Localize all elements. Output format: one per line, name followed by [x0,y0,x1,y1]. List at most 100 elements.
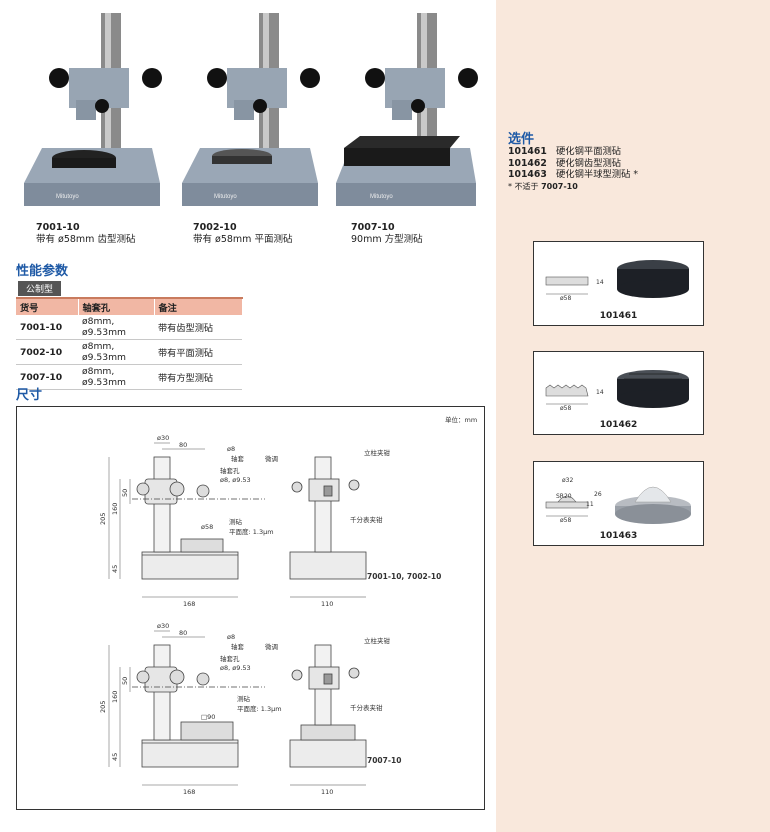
dimension-lines-bottom [108,630,238,786]
dim-50-top: 50 [121,489,129,497]
hole-sizes-bottom: ø8, ø9.53 [220,664,251,672]
fine-adjust-label-bottom: 微调 [265,642,278,651]
dim-50-bottom: 50 [121,677,129,685]
dim-160-bottom: 160 [111,691,119,703]
dim-d30-top: ø30 [157,434,169,442]
dim-d8-bottom: ø8 [227,633,235,641]
product-desc: 90mm 方型测砧 [351,234,423,245]
anvil-label-bottom: 测砧 [237,694,251,703]
card-label: 101463 [599,531,638,541]
dimensions-title: 尺寸 [16,388,43,403]
option-card-101461: ø58 14 101461 [533,241,704,326]
dim-110-top: 110 [321,600,333,608]
model-label-bottom: 7007-10 [367,756,401,765]
dim-160-top: 160 [111,503,119,515]
dim-d30-bottom: ø30 [157,622,169,630]
option-code: 101463 [508,169,547,180]
model-label-top: 7001-10, 7002-10 [367,572,441,581]
dim-45-top: 45 [111,565,119,573]
cell: 带有平面测砧 [154,339,242,365]
dim-80-top: 80 [179,441,187,449]
cell: ø8mm, ø9.53mm [78,315,154,340]
dim-205-bottom: 205 [99,701,107,713]
spec-table: 货号 轴套孔 备注 7001-10 ø8mm, ø9.53mm 带有齿型测砧 7… [16,297,243,390]
product-code: 7002-10 [193,222,237,233]
option-desc: 硬化钢半球型测砧 * [556,169,638,180]
dimension-drawing-box: 单位：mm ø30 80 ø8 轴套 轴套孔 ø8, ø9.53 205 160… [16,406,485,810]
product-photo-7007-10: Mitutoyo [336,13,478,206]
cell: 7007-10 [16,364,78,390]
card-dim-d32: ø32 [562,477,573,484]
product-photo-7002-10: Mitutoyo [182,13,320,206]
col-header: 轴套孔 [78,297,155,315]
side-view-bottom [289,644,367,786]
cell: 7002-10 [16,339,78,365]
table-row: 7002-10 ø8mm, ø9.53mm 带有平面测砧 [16,339,242,365]
card-dim-h11: 11 [586,501,594,508]
unit-label: 单位：mm [445,415,477,424]
flatness-label-bottom: 平面度: 1.3μm [237,704,282,713]
product-caption-7002-10: 7002-10 带有 ø58mm 平面测砧 [193,222,292,246]
dim-80-bottom: 80 [179,629,187,637]
dim-sq90-bottom: □90 [201,713,215,721]
brand-logo: Mitutoyo [370,194,393,200]
cell: ø8mm, ø9.53mm [78,339,154,365]
card-label: 101462 [599,420,638,430]
card-dim-h26: 26 [594,491,602,498]
list-item: 101463 硬化钢半球型测砧 * [508,169,638,181]
option-card-101462: ø58 14 101462 [533,351,704,435]
table-row: 7007-10 ø8mm, ø9.53mm 带有方型测砧 [16,364,242,390]
sleeve-label-bottom: 轴套 [231,642,245,651]
option-code: 101462 [508,157,547,169]
front-view-bottom [132,644,265,768]
option-card-101463: ø32 SR20 11 26 ø58 101463 [533,461,704,546]
option-desc: 硬化钢齿型测砧 [556,157,622,169]
fine-adjust-label-top: 微调 [265,454,278,463]
cell: ø8mm, ø9.53mm [78,364,154,390]
dim-168-bottom: 168 [183,788,195,796]
front-view-top [132,456,265,580]
product-desc: 带有 ø58mm 平面测砧 [193,234,293,245]
options-title: 选件 [508,132,535,147]
dim-d58-top: ø58 [201,523,213,531]
card-dim-d: ø58 [560,295,571,302]
dim-110-bottom: 110 [321,788,333,796]
dimension-lines-top [108,442,238,598]
dim-45-bottom: 45 [111,753,119,761]
table-row: 7001-10 ø8mm, ø9.53mm 带有齿型测砧 [16,315,242,340]
option-code: 101461 [508,146,547,157]
card-dim-d: ø58 [560,517,571,524]
options-note: * 不适于 7007-10 [508,181,638,193]
options-list: 101461 硬化钢平面测砧 101462 硬化钢齿型测砧 101463 硬化钢半球型… [508,146,638,192]
card-dim-h: 14 [596,279,604,286]
cell: 带有齿型测砧 [154,315,242,340]
dial-clamp-label-top: 千分表夹钳 [350,515,383,524]
dial-clamp-label-bottom: 千分表夹钳 [350,703,383,712]
list-item: 101462 硬化钢齿型测砧 [508,158,638,170]
col-header: 货号 [16,297,79,315]
col-header: 备注 [154,297,243,315]
card-dim-h: 14 [596,389,604,396]
brand-logo: Mitutoyo [214,194,237,200]
cell: 7001-10 [16,315,78,340]
side-view-top [289,456,367,598]
sleeve-label-top: 轴套 [231,454,245,463]
dim-d8-top: ø8 [227,445,235,453]
table-header-row: 货号 轴套孔 备注 [16,297,243,315]
dim-205-top: 205 [99,513,107,525]
card-dim-sr: SR20 [556,493,572,500]
post-clamp-label-top: 立柱夹钳 [364,448,391,457]
metric-badge: 公制型 [18,281,62,296]
dim-168-top: 168 [183,600,195,608]
hole-sizes-top: ø8, ø9.53 [220,476,251,484]
card-dim-d: ø58 [560,405,571,412]
brand-logo: Mitutoyo [56,194,79,200]
product-caption-7001-10: 7001-10 带有 ø58mm 齿型测砧 [36,222,135,246]
note-code: 7007-10 [541,181,578,191]
product-code: 7007-10 [351,222,395,233]
note-prefix: * 不适于 [508,181,542,191]
post-clamp-label-bottom: 立柱夹钳 [364,636,391,645]
option-desc: 硬化钢平面测砧 [556,146,622,157]
product-caption-7007-10: 7007-10 90mm 方型测砧 [351,222,423,246]
product-photo-7001-10: Mitutoyo [24,13,162,206]
